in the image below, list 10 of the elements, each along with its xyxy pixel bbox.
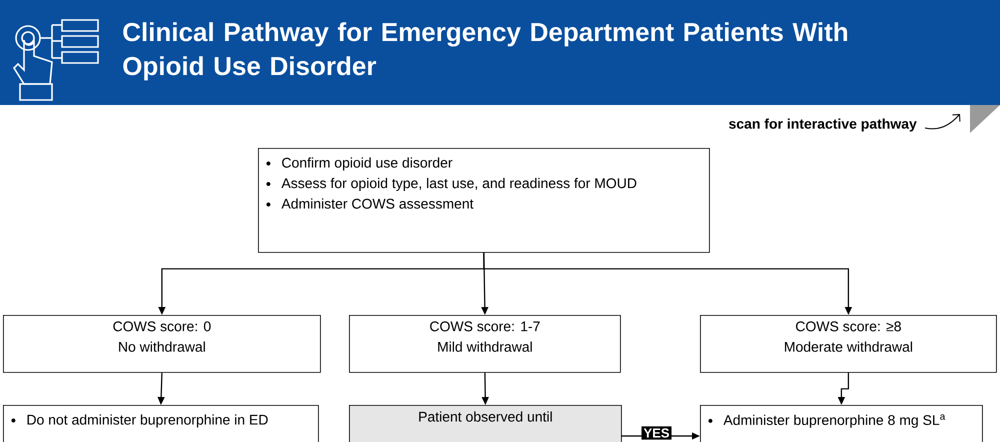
- note: scan for interactive pathway: [729, 118, 917, 132]
- score-box: COWS score: 0 No withdrawal: [3, 315, 321, 373]
- action-box: Administer buprenorphine 8 mg SL$^{a}$: [700, 405, 983, 442]
- score-box: COWS score: ≥8 Moderate withdrawal: [700, 315, 997, 373]
- score-box: COWS score: 1-7 Mild withdrawal: [349, 315, 621, 373]
- observation-box: Patient observed until: [349, 405, 622, 442]
- title: Clinical Pathway for Emergency Department Patients With Opioid Use Disorder: [123, 22, 848, 80]
- edge-label: YES: [642, 426, 672, 440]
- action-box: Do not administer buprenorphine in ED: [3, 405, 319, 442]
- process-box: Confirm opioid use disorder Assess for opioid type, last use, and readiness for MOUD Administer COWS assessment: [258, 148, 710, 253]
